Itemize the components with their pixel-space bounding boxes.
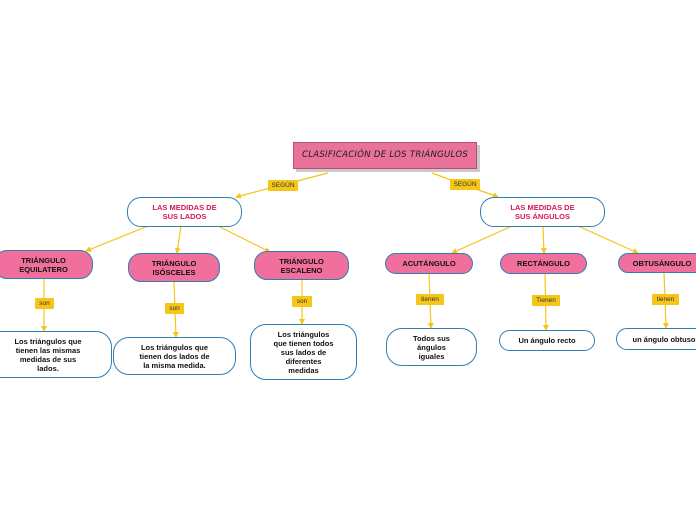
connector-tag-son-isosceles: son [165,303,184,314]
description-rectangulo[interactable]: Un ángulo recto [499,330,595,351]
description-isosceles[interactable]: Los triángulos que tienen dos lados de l… [113,337,236,375]
description-acutangulo[interactable]: Todos sus ángulos iguales [386,328,477,366]
type-obtusangulo-node[interactable]: OBTUSÁNGULO [618,253,696,273]
line-sides-to-equilatero [85,225,149,252]
type-rectangulo-node[interactable]: RECTÁNGULO [500,253,587,274]
connector-tag-tienen-acutangulo: tienen [416,294,444,305]
connector-tag-tienen-rectangulo: Tienen [532,295,560,306]
line-angles-to-rectangulo [540,225,547,254]
type-escaleno-node[interactable]: TRIÁNGULO ESCALENO [254,251,349,280]
connector-tag-son-escaleno: son [292,296,312,307]
description-escaleno[interactable]: Los triángulos que tienen todos sus lado… [250,324,357,380]
line-angles-to-acutangulo [451,225,513,254]
line-sides-to-escaleno [217,225,271,253]
description-obtusangulo[interactable]: un ángulo obtuso [616,328,696,350]
connector-tag-son-equilatero: son [35,298,54,309]
line-angles-to-obtusangulo [577,225,639,254]
line-sides-to-isosceles [174,225,182,254]
type-equilatero-node[interactable]: TRIÁNGULO EQUILATERO [0,250,93,279]
criterion-angles-node[interactable]: LAS MEDIDAS DE SUS ÁNGULOS [480,197,605,227]
connector-tag-segun-right: SEGÚN [450,179,480,190]
connector-tag-tienen-obtusangulo: tienen [652,294,679,305]
root-node[interactable]: CLASIFICACIÓN DE LOS TRIÁNGULOS [293,142,477,169]
type-isosceles-node[interactable]: TRIÁNGULO ISÓSCELES [128,253,220,282]
description-equilatero[interactable]: Los triángulos que tienen las mismas med… [0,331,112,378]
criterion-sides-node[interactable]: LAS MEDIDAS DE SUS LADOS [127,197,242,227]
connector-tag-segun-left: SEGÚN [268,180,298,191]
type-acutangulo-node[interactable]: ACUTÁNGULO [385,253,473,274]
